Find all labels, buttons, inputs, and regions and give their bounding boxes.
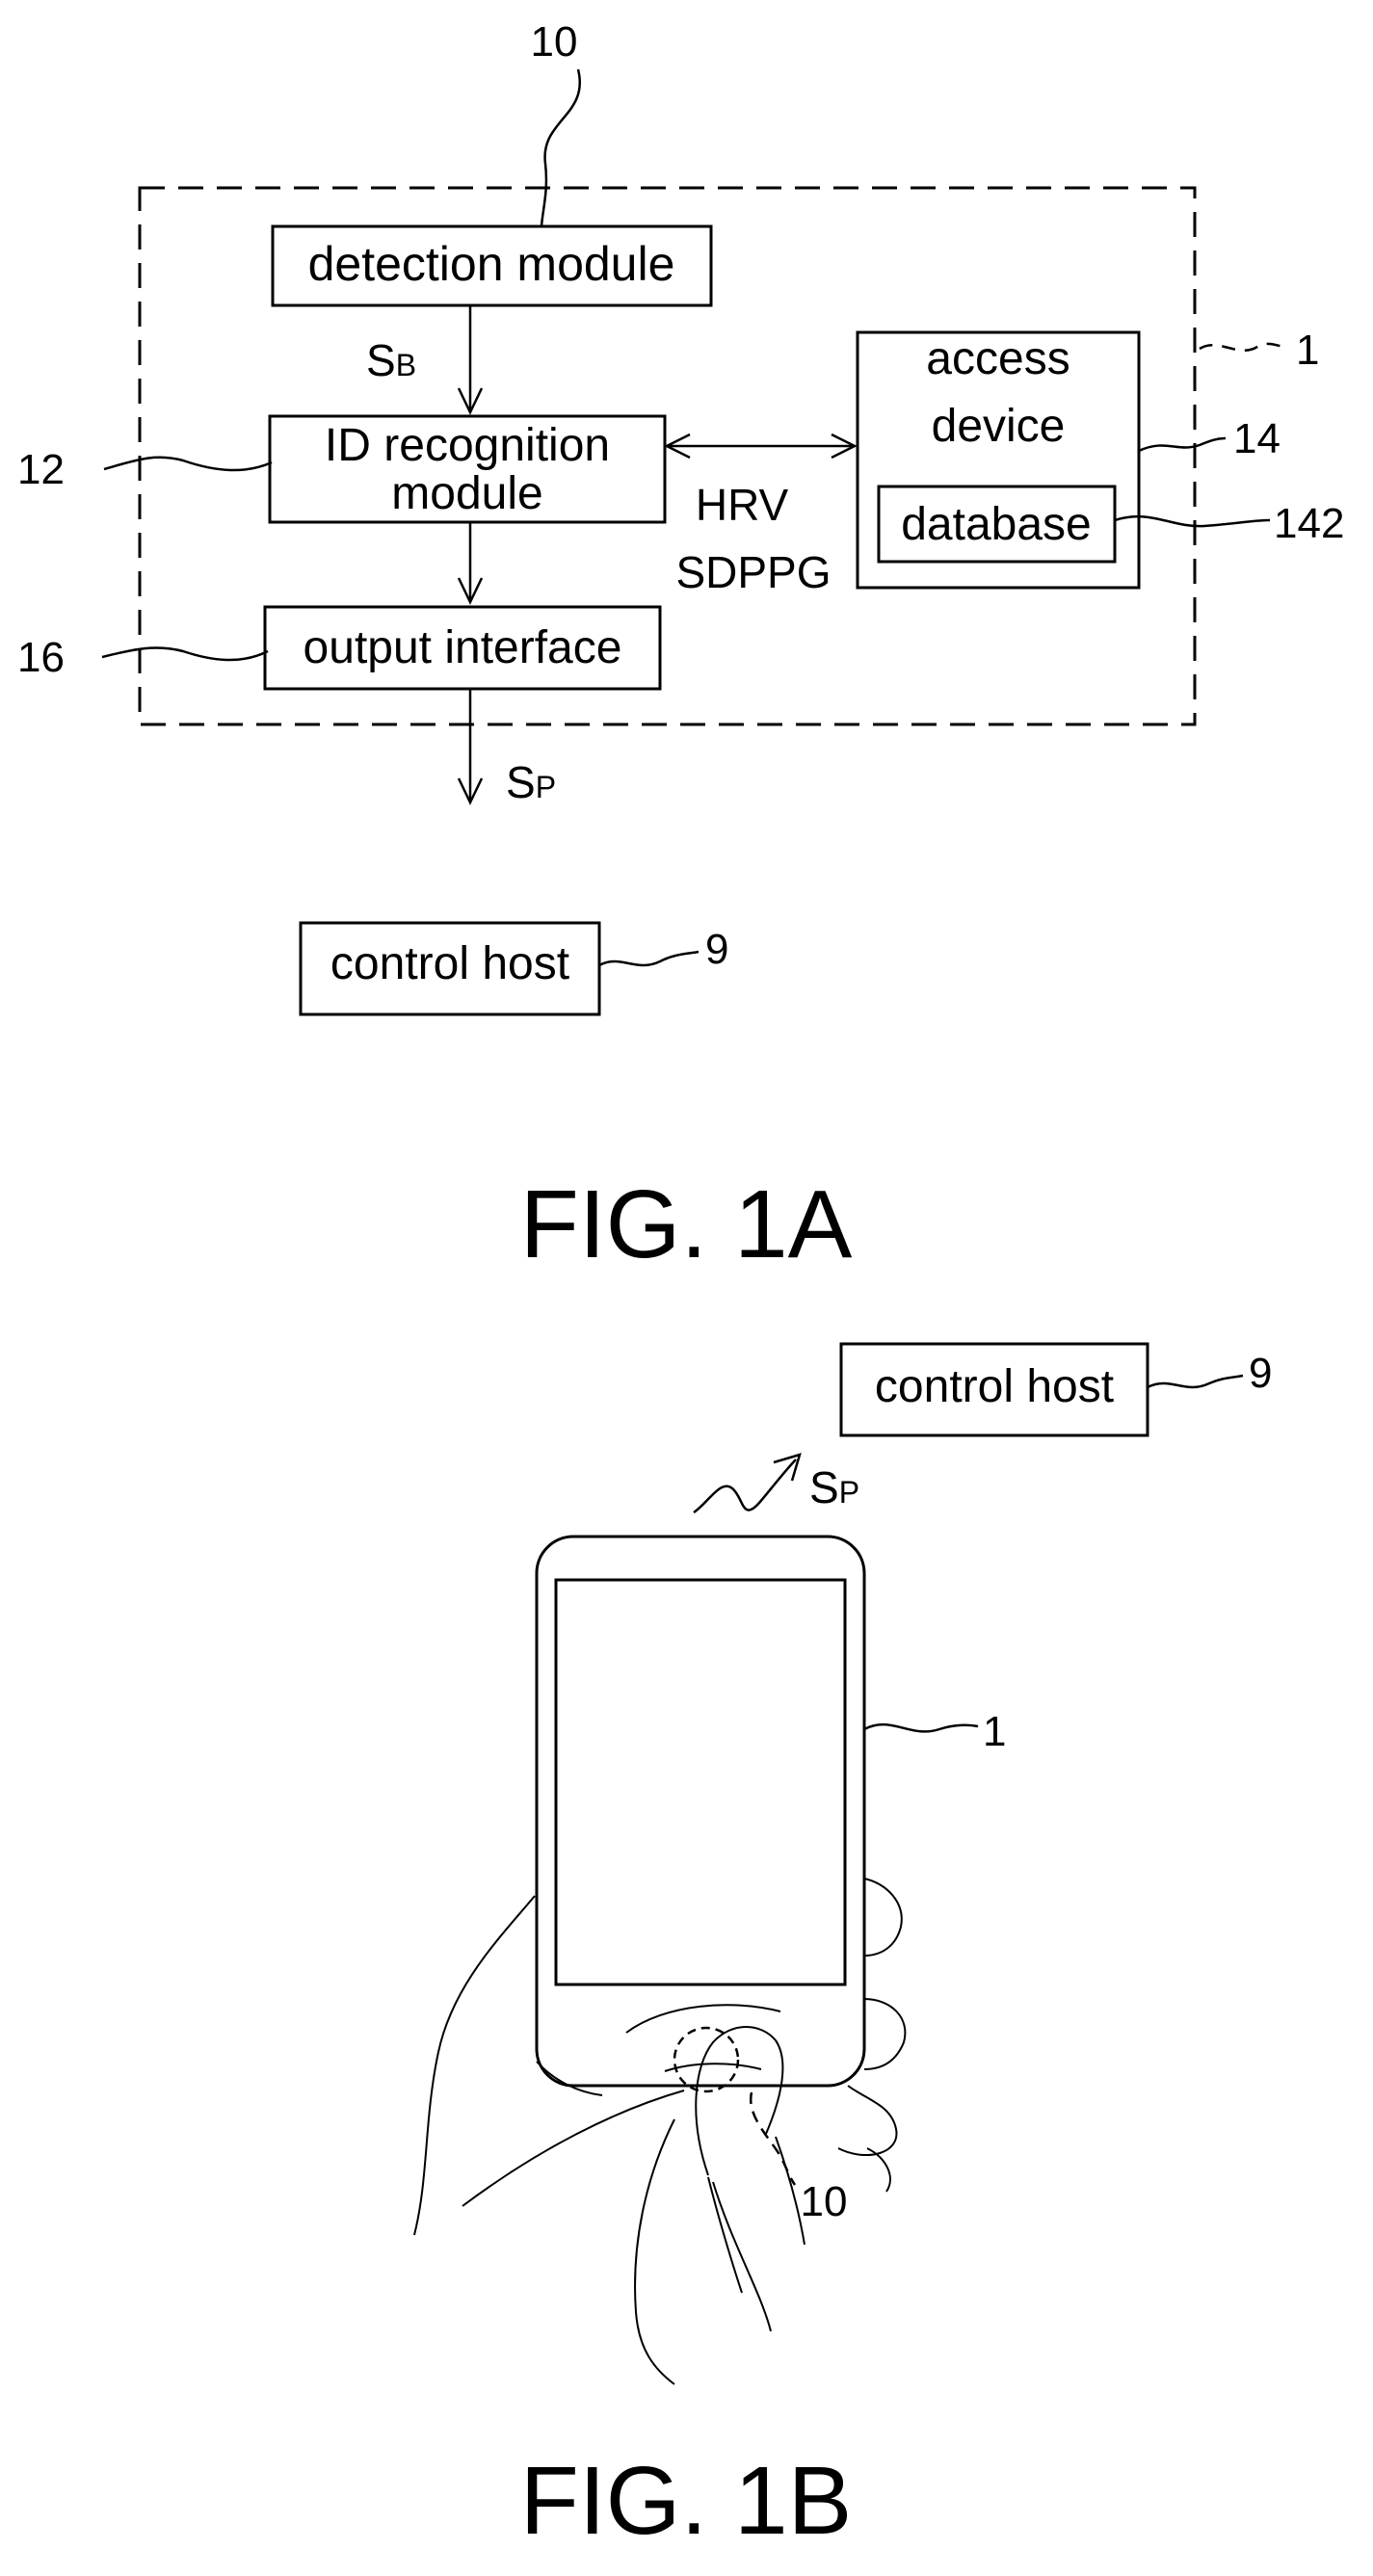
access-device-label-line1: access xyxy=(926,333,1069,384)
ref-14-label: 14 xyxy=(1233,415,1281,462)
signal-sp-label-1b: SP xyxy=(809,1462,859,1512)
control-host-label-1b: control host xyxy=(875,1361,1114,1412)
detection-module-label: detection module xyxy=(308,237,675,291)
database-label: database xyxy=(901,499,1092,550)
wireless-signal-arrow xyxy=(694,1459,796,1512)
ref-1-label-1b: 1 xyxy=(983,1708,1006,1755)
ref-10-leader-1b xyxy=(751,2092,795,2185)
id-recognition-module-label-line1: ID recognition xyxy=(325,420,610,471)
ref-14-leader xyxy=(1139,438,1226,451)
ref-9-label: 9 xyxy=(705,926,728,973)
ref-12-leader xyxy=(104,458,272,470)
ref-10-leader xyxy=(541,69,580,239)
ref-1-label: 1 xyxy=(1296,327,1319,374)
figure-1a: 10 detection module SB ID recognition mo… xyxy=(17,18,1344,1278)
ref-1-leader-1b xyxy=(864,1724,978,1731)
figure-1a-caption: FIG. 1A xyxy=(520,1170,853,1278)
sdppg-label: SDPPG xyxy=(675,547,831,597)
ref-9-leader-1b xyxy=(1148,1376,1243,1387)
ref-9-label-1b: 9 xyxy=(1249,1350,1272,1397)
figure-1b-caption: FIG. 1B xyxy=(520,2447,853,2555)
ref-16-leader xyxy=(102,647,268,660)
ref-16-label: 16 xyxy=(17,634,65,681)
hrv-label: HRV xyxy=(696,480,789,530)
figure-1b: control host 9 SP 1 xyxy=(414,1344,1272,2555)
signal-sp-label: SP xyxy=(506,757,556,807)
ref-142-label: 142 xyxy=(1274,500,1344,547)
access-device-label-line2: device xyxy=(932,401,1066,452)
id-recognition-module-label-line2: module xyxy=(391,468,542,519)
ref-10-label: 10 xyxy=(531,18,578,66)
control-host-label: control host xyxy=(330,938,569,989)
ref-10-label-1b: 10 xyxy=(801,2178,848,2225)
ref-9-leader xyxy=(599,952,699,965)
mobile-device-screen xyxy=(556,1580,845,1985)
ref-1-leader xyxy=(1200,344,1286,351)
output-interface-label: output interface xyxy=(304,622,622,673)
signal-sb-label: SB xyxy=(366,335,416,385)
wireless-signal-arrow-head xyxy=(774,1455,800,1481)
ref-12-label: 12 xyxy=(17,446,65,493)
